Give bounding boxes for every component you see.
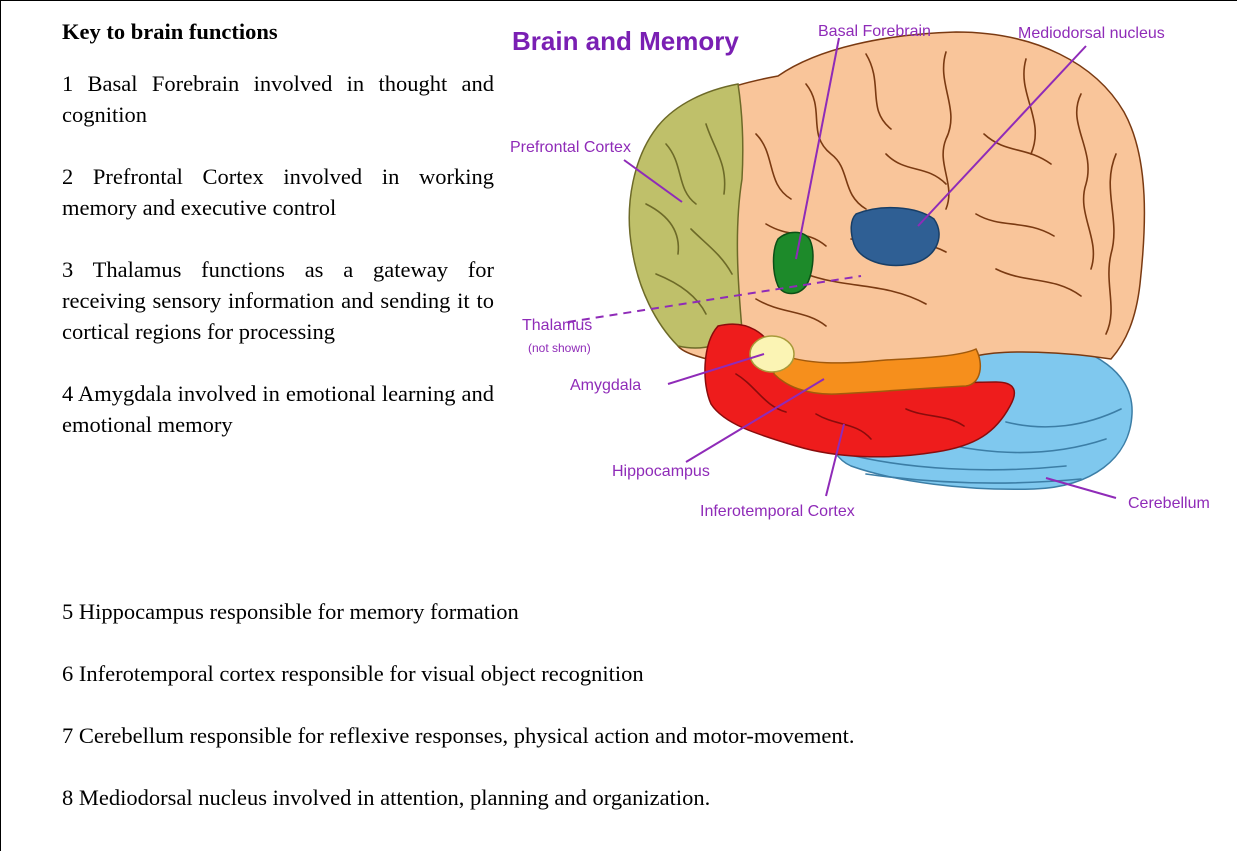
- diagram-title: Brain and Memory: [512, 26, 739, 56]
- label-amygdala: Amygdala: [570, 377, 641, 394]
- amygdala-region: [750, 336, 794, 372]
- key-item-basal-forebrain: 1 Basal Forebrain involved in thought an…: [62, 68, 494, 130]
- label-prefrontal-cortex: Prefrontal Cortex: [510, 139, 631, 156]
- brain-functions-key: Key to brain functions 1 Basal Forebrain…: [62, 16, 494, 471]
- label-thalamus-note: (not shown): [528, 341, 591, 355]
- prefrontal-cortex-region: [629, 84, 742, 348]
- cerebellum-pointer: [1046, 478, 1116, 498]
- label-thalamus: Thalamus: [522, 317, 592, 334]
- label-hippocampus: Hippocampus: [612, 463, 710, 480]
- key-item-inferotemporal-cortex: 6 Inferotemporal cortex responsible for …: [62, 658, 1212, 689]
- key-item-cerebellum: 7 Cerebellum responsible for reflexive r…: [62, 720, 1212, 751]
- label-basal-forebrain: Basal Forebrain: [818, 23, 931, 40]
- key-item-amygdala: 4 Amygdala involved in emotional learnin…: [62, 378, 494, 440]
- label-mediodorsal-nucleus: Mediodorsal nucleus: [1018, 25, 1165, 42]
- brain-functions-key-continued: 5 Hippocampus responsible for memory for…: [62, 596, 1212, 844]
- key-item-mediodorsal-nucleus: 8 Mediodorsal nucleus involved in attent…: [62, 782, 1212, 813]
- label-inferotemporal-cortex: Inferotemporal Cortex: [700, 503, 855, 520]
- key-item-prefrontal-cortex: 2 Prefrontal Cortex involved in working …: [62, 161, 494, 223]
- label-cerebellum: Cerebellum: [1128, 495, 1210, 512]
- key-item-hippocampus: 5 Hippocampus responsible for memory for…: [62, 596, 1212, 627]
- key-item-thalamus: 3 Thalamus functions as a gateway for re…: [62, 254, 494, 347]
- key-title: Key to brain functions: [62, 16, 494, 47]
- brain-diagram: Brain and Memory Basal Forebrain Mediodo…: [506, 14, 1238, 534]
